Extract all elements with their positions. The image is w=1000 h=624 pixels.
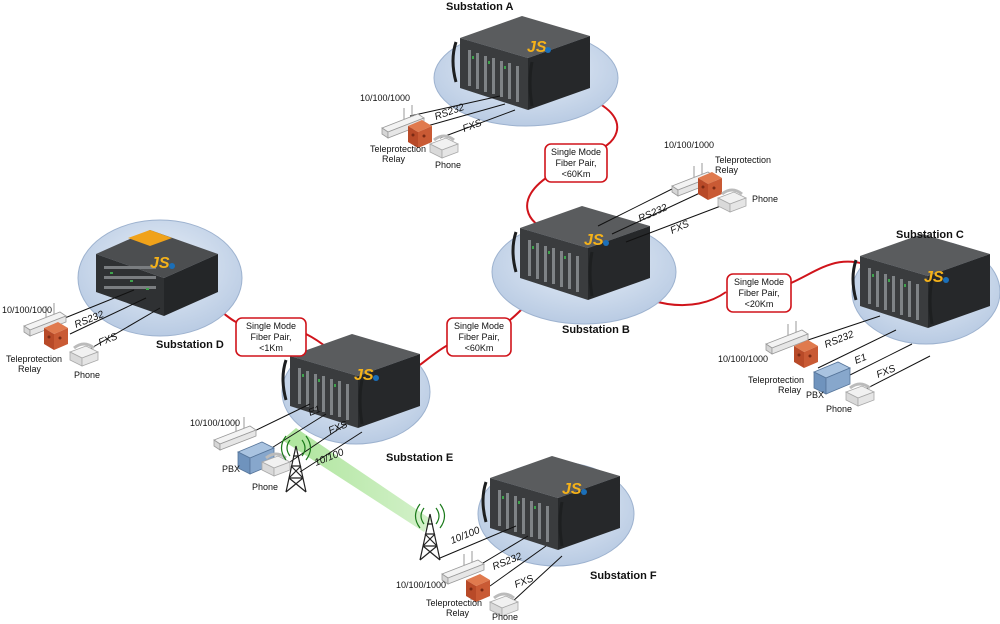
js-logo-dot-f	[581, 489, 587, 495]
relay-label-b-2: Relay	[715, 165, 739, 175]
fiber-callout-d-e-line3: <1Km	[259, 343, 283, 353]
fiber-callout-e-b-line1: Single Mode	[454, 321, 504, 331]
relay-label-c-1: Teleprotection	[748, 375, 804, 385]
fxs-label-b: FXS	[669, 219, 692, 237]
rs232-label-c: RS232	[823, 329, 856, 351]
eth-label-c: 10/100/1000	[718, 354, 768, 364]
fxs-label-f: FXS	[513, 573, 535, 591]
e1-label-c: E1	[853, 352, 868, 367]
substation-d-title: Substation D	[156, 339, 224, 351]
js-logo-dot-c	[943, 277, 949, 283]
js-logo-e: JS	[354, 367, 374, 384]
js-logo-dot-e	[373, 375, 379, 381]
fiber-callout-e-b: Single Mode Fiber Pair, <60Km	[446, 317, 512, 357]
substation-b: JS Substation B 10/100/1000 RS232 FXS Te…	[491, 140, 778, 336]
js-logo-b: JS	[584, 232, 604, 249]
pbx-label-c: PBX	[806, 390, 824, 400]
eth-label-f: 10/100/1000	[396, 580, 446, 590]
substation-f: JS Substation F 10/100 RS232 FXS 10/100/…	[396, 454, 657, 622]
phone-label-f: Phone	[492, 612, 518, 622]
fiber-callout-e-b-line2: Fiber Pair,	[458, 332, 499, 342]
phone-label-e: Phone	[252, 482, 278, 492]
fiber-callout-d-e-line1: Single Mode	[246, 321, 296, 331]
substation-a-title: Substation A	[446, 1, 513, 13]
js-logo-a: JS	[527, 39, 547, 56]
js-logo-dot-d	[169, 263, 175, 269]
js-logo-dot-b	[603, 240, 609, 246]
relay-label-c-2: Relay	[778, 385, 802, 395]
js-logo-d: JS	[150, 255, 170, 272]
relay-label-d-2: Relay	[18, 364, 42, 374]
eth-label-b: 10/100/1000	[664, 140, 714, 150]
phone-label-c: Phone	[826, 404, 852, 414]
substation-e-title: Substation E	[386, 452, 453, 464]
js-logo-f: JS	[562, 481, 582, 498]
fiber-callout-a-b-line2: Fiber Pair,	[555, 158, 596, 168]
fxs-label-a: FXS	[461, 118, 483, 135]
phone-c	[844, 382, 876, 408]
eth-label-e: 10/100/1000	[190, 418, 240, 428]
fiber-callout-d-e-line2: Fiber Pair,	[250, 332, 291, 342]
phone-b	[716, 188, 748, 214]
relay-label-f-1: Teleprotection	[426, 598, 482, 608]
relay-label-f-2: Relay	[446, 608, 470, 618]
relay-label-d-1: Teleprotection	[6, 354, 62, 364]
substation-a: JS Substation A 10/100/1000 RS232 FXS Te…	[360, 1, 619, 170]
fiber-callout-a-b: Single Mode Fiber Pair, <60Km	[544, 143, 608, 183]
e1-label-e: E1	[307, 404, 322, 419]
fiber-callout-b-c-line1: Single Mode	[734, 277, 784, 287]
substation-d: JS Substation D 10/100/1000 RS232 FXS Te…	[2, 219, 243, 380]
fiber-callout-b-c: Single Mode Fiber Pair, <20Km	[726, 273, 792, 313]
rs232-label-b: RS232	[637, 202, 670, 225]
fiber-callout-d-e: Single Mode Fiber Pair, <1Km	[235, 317, 307, 357]
js-logo-dot-a	[545, 47, 551, 53]
fiber-callout-b-c-line3: <20Km	[745, 299, 774, 309]
phone-label-a: Phone	[435, 160, 461, 170]
relay-label-b-1: Teleprotection	[715, 155, 771, 165]
phone-label-b: Phone	[752, 194, 778, 204]
js-logo-c: JS	[924, 269, 944, 286]
substation-c-title: Substation C	[896, 229, 964, 241]
wireless-beam	[282, 428, 432, 532]
relay-label-a-2: Relay	[382, 154, 406, 164]
substation-f-title: Substation F	[590, 570, 657, 582]
phone-label-d: Phone	[74, 370, 100, 380]
phone-a	[428, 134, 460, 160]
substation-c: JS Substation C 10/100/1000 RS232 E1 FXS…	[718, 229, 1000, 414]
fiber-callout-e-b-line3: <60Km	[465, 343, 494, 353]
relay-label-a-1: Teleprotection	[370, 144, 426, 154]
substation-e: JS Substation E 10/100/1000 E1 FXS 10/10…	[190, 332, 453, 493]
chassis-d	[96, 230, 218, 316]
substation-b-title: Substation B	[562, 324, 630, 336]
eth-label-d: 10/100/1000	[2, 305, 52, 315]
phone-e	[260, 452, 292, 478]
fiber-callout-a-b-line1: Single Mode	[551, 147, 601, 157]
fiber-callout-b-c-line2: Fiber Pair,	[738, 288, 779, 298]
phone-d	[68, 342, 100, 368]
fiber-callout-a-b-line3: <60Km	[562, 169, 591, 179]
eth-label-a: 10/100/1000	[360, 93, 410, 103]
radio-label-f: 10/100	[449, 525, 482, 547]
pbx-label-e: PBX	[222, 464, 240, 474]
